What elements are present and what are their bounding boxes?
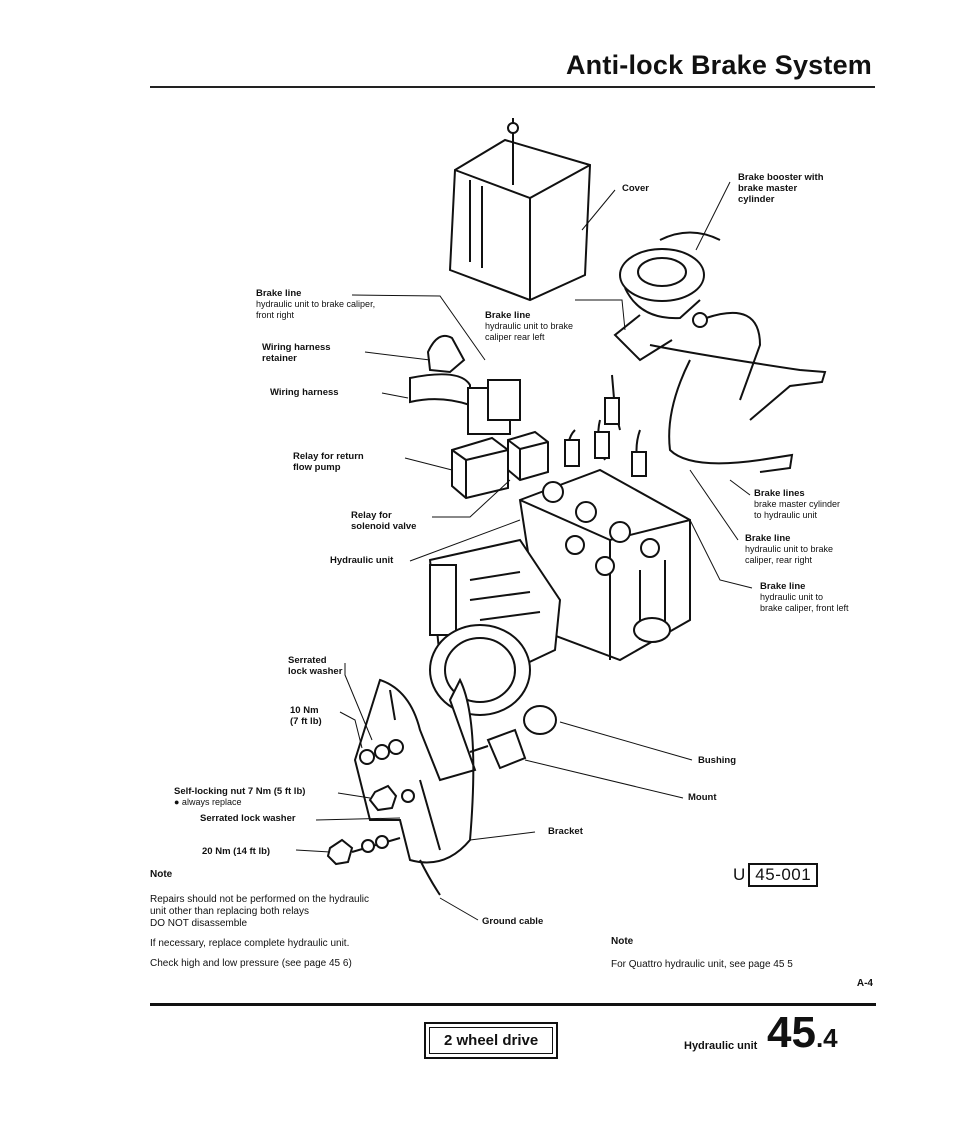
group-number-main: 45	[767, 1008, 816, 1057]
note-left-p5: Check high and low pressure (see page 45…	[150, 958, 352, 969]
fasteners-shape	[326, 739, 415, 866]
label-serrated-washer-bottom: Serrated lock washer	[200, 813, 296, 824]
note-right: Note For Quattro hydraulic unit, see pag…	[611, 936, 793, 971]
wiring-harness-shape	[409, 334, 521, 435]
label-brake-lines-master: Brake lines brake master cylinder to hyd…	[754, 488, 841, 520]
label-brake-booster: Brake booster with brake master cylinder	[738, 172, 824, 205]
brake-booster-shape	[613, 231, 721, 362]
leader-lines	[295, 181, 753, 921]
label-bracket: Bracket	[548, 826, 583, 837]
label-self-locking-nut: Self-locking nut 7 Nm (5 ft lb) ● always…	[174, 786, 306, 807]
label-cover: Cover	[622, 183, 649, 194]
group-number-sub: .4	[815, 1023, 838, 1053]
variant-box: 2 wheel drive	[424, 1022, 559, 1059]
cover-shape	[448, 118, 592, 302]
group-title: Hydraulic unit	[684, 1040, 758, 1052]
note-left: Note Repairs should not be performed on …	[150, 869, 369, 970]
label-bushing: Bushing	[698, 755, 736, 766]
note-left-p1: Repairs should not be performed on the h…	[150, 894, 370, 905]
label-torque-10: 10 Nm (7 ft lb)	[290, 705, 322, 727]
label-brake-line-rear-right: Brake line hydraulic unit to brake calip…	[745, 533, 834, 565]
group-number: 45.4	[767, 1008, 838, 1058]
figure-code-box: 45-001	[748, 863, 819, 887]
label-brake-line-front-left: Brake line hydraulic unit to brake calip…	[760, 581, 849, 613]
label-relay-return: Relay for return flow pump	[293, 451, 364, 473]
note-right-heading: Note	[611, 936, 634, 947]
page-reference: A-4	[856, 978, 873, 989]
footer-rule	[150, 1003, 876, 1006]
page-title: Anti-lock Brake System	[565, 50, 872, 80]
note-left-p2: unit other than replacing both relays	[150, 906, 309, 917]
label-wiring-retainer: Wiring harness retainer	[262, 342, 331, 364]
label-serrated-washer-top: Serrated lock washer	[288, 655, 343, 677]
label-mount: Mount	[688, 792, 717, 803]
bracket-shape	[353, 677, 477, 864]
relays-shape	[451, 430, 549, 500]
note-left-heading: Note	[150, 869, 173, 880]
header-rule	[150, 86, 875, 88]
label-torque-20: 20 Nm (14 ft lb)	[202, 846, 271, 857]
label-brake-line-rear-left: Brake line hydraulic unit to brake calip…	[485, 310, 574, 342]
figure-code-prefix: U	[733, 865, 746, 884]
note-left-p3: DO NOT disassemble	[150, 918, 248, 929]
label-relay-solenoid: Relay for solenoid valve	[351, 510, 417, 532]
brake-lines-shape	[564, 311, 827, 477]
label-wiring-harness: Wiring harness	[270, 387, 339, 398]
note-right-p1: For Quattro hydraulic unit, see page 45 …	[611, 959, 793, 970]
variant-label: 2 wheel drive	[429, 1027, 554, 1054]
hydraulic-unit-shape	[428, 468, 691, 716]
ground-cable-shape	[419, 859, 441, 896]
note-left-p4: If necessary, replace complete hydraulic…	[150, 938, 350, 949]
label-hydraulic-unit: Hydraulic unit	[330, 555, 394, 566]
label-brake-line-front-right: Brake line hydraulic unit to brake calip…	[256, 288, 376, 320]
mount-bushing-shape	[469, 705, 557, 770]
label-ground-cable: Ground cable	[482, 916, 544, 927]
